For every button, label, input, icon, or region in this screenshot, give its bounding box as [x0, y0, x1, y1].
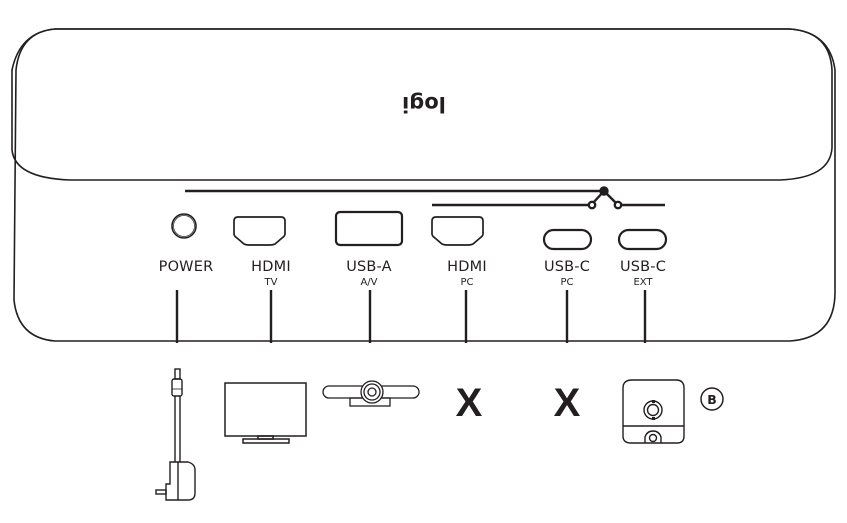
switch-contact-pc — [587, 200, 597, 210]
switch-pivot — [599, 186, 609, 196]
camera-bar-icon — [322, 380, 420, 407]
hdmi-port-icon — [233, 216, 286, 246]
power-adapter-icon — [155, 368, 196, 501]
port-sublabel-pc: PC — [460, 277, 473, 288]
port-label-usb-c-pc: USB-C — [544, 259, 590, 275]
connection-lines — [175, 290, 647, 343]
not-connected-mark-hdmi-pc: X — [456, 381, 483, 425]
power-jack-icon — [171, 213, 197, 239]
device-body — [11, 28, 836, 342]
port-sublabel-av: A/V — [360, 277, 377, 288]
power-jack-inner-ring — [173, 215, 195, 237]
tv-icon — [224, 382, 307, 444]
port-sublabel-pc: PC — [560, 277, 573, 288]
switch-contact-ext — [613, 200, 623, 210]
usb-c-port-icon — [542, 228, 593, 251]
port-label-usb-a: USB-A — [346, 259, 392, 275]
switch-indicator — [185, 186, 665, 210]
port-sublabel-ext: EXT — [633, 277, 653, 288]
port-usb-c-pc[interactable] — [542, 228, 593, 251]
badge-label: B — [707, 392, 717, 407]
port-label-hdmi-pc: HDMI — [447, 259, 487, 275]
badge-circle — [700, 387, 724, 411]
port-hdmi-pc[interactable] — [431, 216, 484, 246]
port-hdmi-tv[interactable] — [233, 216, 286, 246]
not-connected-mark-usb-c-pc: X — [554, 381, 581, 425]
port-label-power: POWER — [159, 259, 214, 275]
device-outer-shell — [13, 28, 836, 342]
port-sublabel-tv: TV — [264, 277, 278, 288]
port-labels: POWER HDMI TV USB-A A/V HDMI PC USB-C PC… — [159, 259, 666, 288]
badge-b: B — [700, 387, 724, 411]
port-label-usb-c-ext: USB-C — [620, 259, 666, 275]
port-usb-a-av[interactable] — [334, 210, 404, 247]
hdmi-port-icon — [431, 216, 484, 246]
port-label-hdmi-tv: HDMI — [251, 259, 291, 275]
device-top-lid — [11, 28, 833, 181]
port-usb-c-ext[interactable] — [617, 228, 668, 251]
port-power[interactable] — [171, 213, 197, 239]
usb-a-port-icon — [334, 210, 404, 247]
ports — [171, 210, 668, 251]
usb-c-port-icon — [617, 228, 668, 251]
brand-logo: logi — [402, 92, 446, 116]
extension-hub-icon — [622, 379, 685, 444]
